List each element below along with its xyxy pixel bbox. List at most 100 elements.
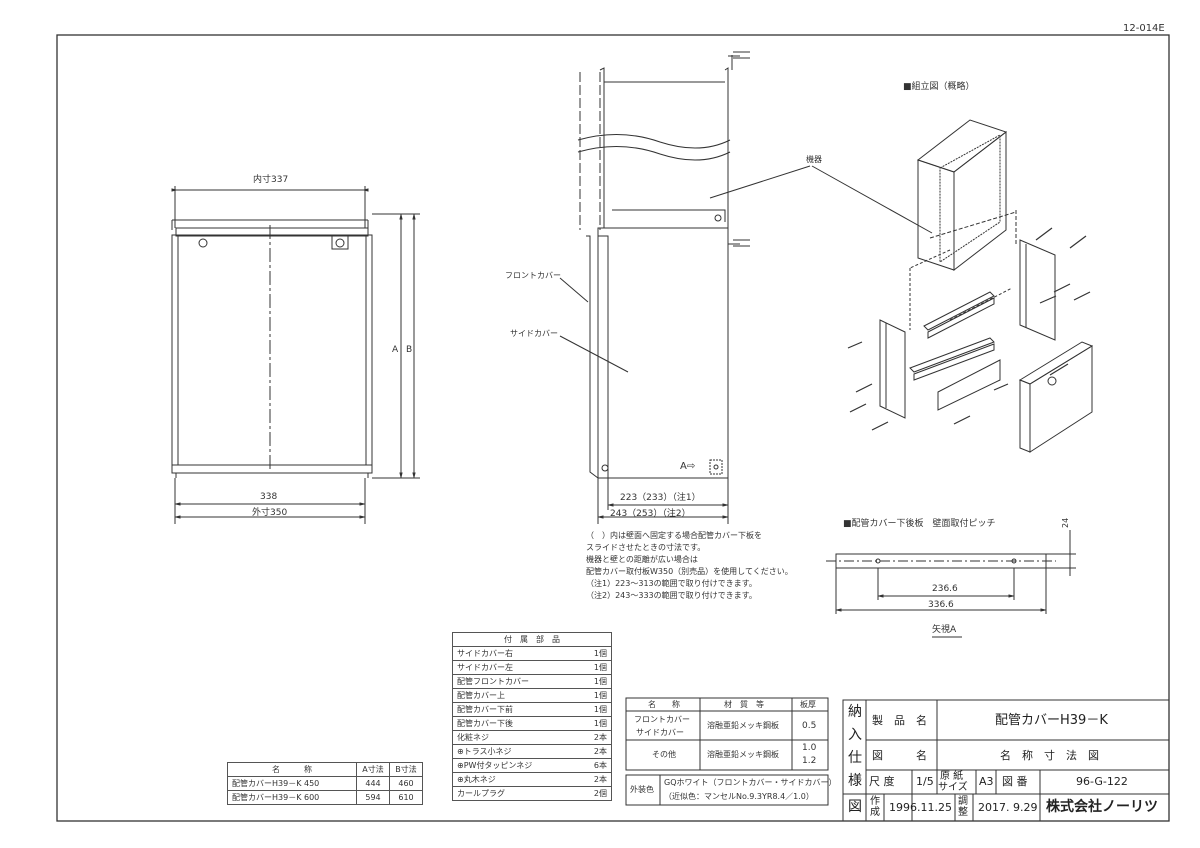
table-header-row: 付 属 部 品: [452, 632, 612, 647]
table-cell: 610: [389, 790, 423, 805]
created-label: 成: [870, 807, 880, 818]
paper-value: A3: [979, 775, 994, 788]
table-cell: 化粧ネジ: [452, 730, 571, 745]
material-name: サイドカバー: [636, 728, 684, 737]
pitch-dim-24: 24: [1061, 517, 1070, 528]
drawing-code: 12-014E: [1123, 23, 1165, 34]
note-line: （注2）243～333の範囲で取り付けできます。: [586, 591, 757, 600]
table-cell: 2本: [571, 772, 612, 787]
note-line: 配管カバー取付板W350（別売品）を使用してください。: [586, 567, 793, 576]
table-cell: 444: [356, 776, 390, 791]
side-cover-label: サイドカバー: [510, 329, 558, 338]
title-side-char: 仕: [848, 750, 862, 766]
material-name: フロントカバー: [634, 715, 690, 724]
paper-label: サイズ: [938, 782, 968, 793]
table-cell: 1個: [571, 716, 612, 731]
view-a-label: 矢視A: [932, 625, 957, 635]
assembly-isometric: [847, 119, 1094, 453]
table-cell: 配管カバー下後: [452, 716, 571, 731]
material-value: 溶融亜鉛メッキ鋼板: [707, 721, 779, 730]
front-view-outline: [171, 186, 373, 478]
table-cell: 配管カバー下前: [452, 702, 571, 717]
paper-label: 原 紙: [940, 771, 964, 782]
scale-value: 1/5: [916, 775, 934, 788]
adjusted-date: 2017. 9.29: [978, 801, 1038, 814]
front-view-width-dims: [174, 478, 366, 524]
side-view-outline: [577, 55, 740, 479]
dimensions-table: 名 称 A寸法 B寸法 配管カバーH39－K 450 444 460 配管カバー…: [227, 762, 423, 805]
pitch-dim-236: 236.6: [932, 584, 958, 594]
table-cell: 2個: [571, 786, 612, 801]
figure-name: 名 称 寸 法 図: [1000, 749, 1099, 762]
material-thickness: 0.5: [802, 721, 817, 731]
inner-dim-label: 内寸337: [253, 175, 289, 185]
material-header-material: 材 質 等: [724, 700, 764, 709]
product-name: 配管カバーH39－K: [995, 713, 1108, 728]
header-cell: 付 属 部 品: [452, 632, 612, 647]
note-line: （ ）内は壁面へ固定する場合配管カバー下板を: [586, 531, 762, 540]
table-cell: サイドカバー左: [452, 660, 571, 675]
front-cover-leader: [559, 277, 589, 303]
dim-a-label: A: [392, 345, 399, 355]
created-date: 1996.11.25: [889, 801, 952, 814]
drawing-no-label: 図 番: [1002, 775, 1028, 788]
pitch-plate: [826, 530, 1076, 638]
header-cell: B寸法: [389, 762, 423, 777]
title-side-char: 図: [848, 799, 862, 815]
material-value: 溶融亜鉛メッキ鋼板: [707, 750, 779, 759]
device-leader: [709, 165, 811, 199]
device-label: 機器: [806, 155, 822, 164]
material-name: その他: [652, 750, 676, 759]
table-header-row: 名 称 A寸法 B寸法: [227, 762, 423, 777]
figure-label: 図 名: [872, 749, 927, 762]
material-header-name: 名 称: [648, 700, 680, 709]
drawing-no: 96-G-122: [1076, 775, 1128, 788]
table-cell: 1個: [571, 660, 612, 675]
note-line: スライドさせたときの寸法です。: [586, 543, 706, 552]
adjusted-label: 調: [958, 796, 968, 807]
note-line: 機器と壁との距離が広い場合は: [586, 555, 698, 564]
table-cell: ⊕PW付タッピンネジ: [452, 758, 571, 773]
assembly-title: ■組立図（概略）: [903, 82, 975, 92]
title-block-grid: [842, 699, 1170, 822]
table-cell: 配管カバーH39－K 600: [227, 790, 357, 805]
table-cell: ⊕丸木ネジ: [452, 772, 571, 787]
table-cell: 2本: [571, 744, 612, 759]
table-cell: カールプラグ: [452, 786, 571, 801]
table-cell: 配管フロントカバー: [452, 674, 571, 689]
pitch-dim-336: 336.6: [928, 600, 954, 610]
table-cell: 594: [356, 790, 390, 805]
color-label: 外装色: [630, 785, 654, 794]
table-cell: 1個: [571, 674, 612, 689]
table-cell: 460: [389, 776, 423, 791]
table-row: 配管カバーH39－K 450 444 460: [227, 776, 423, 791]
scale-label: 尺 度: [869, 775, 895, 788]
pitch-title: ■配管カバー下後板 壁面取付ピッチ: [843, 519, 996, 529]
dim-243-label: 243（253）（注2）: [610, 509, 691, 519]
color-line: GQホワイト（フロントカバー・サイドカバー）: [664, 778, 837, 787]
product-label: 製 品 名: [872, 714, 927, 727]
side-view-dims: [597, 478, 729, 524]
dim-b-label: B: [406, 345, 413, 355]
title-side-char: 入: [848, 727, 862, 743]
table-cell: 1個: [571, 702, 612, 717]
outer-dim-label: 外寸350: [252, 508, 288, 518]
table-cell: 1個: [571, 646, 612, 661]
material-table-grid: [625, 697, 829, 806]
view-a-arrow: A⇨: [680, 461, 696, 472]
material-thickness: 1.2: [802, 756, 817, 766]
notes-block: （ ）内は壁面へ固定する場合配管カバー下板を スライドさせたときの寸法です。 機…: [586, 530, 793, 602]
table-cell: 2本: [571, 730, 612, 745]
adjusted-label: 整: [958, 807, 968, 818]
dim-223-label: 223（233）（注1）: [620, 493, 701, 503]
side-cover-leader: [559, 335, 629, 373]
